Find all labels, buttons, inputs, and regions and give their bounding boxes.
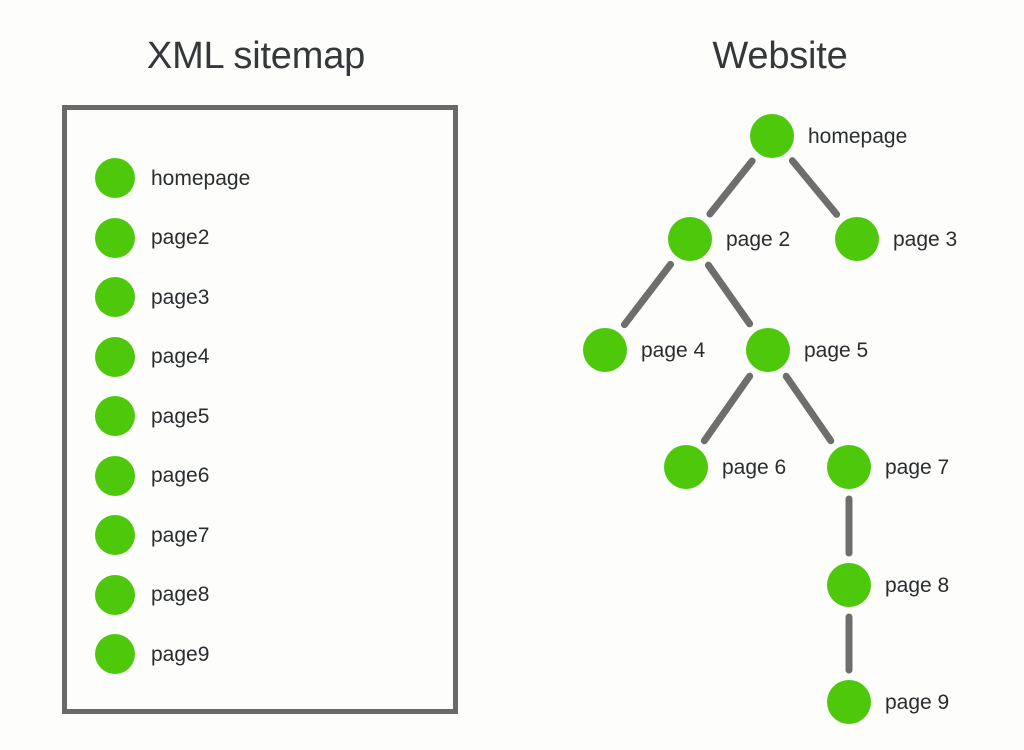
tree-node-label: page 8 bbox=[885, 573, 950, 597]
tree-edge-homepage-to-page3 bbox=[788, 157, 841, 218]
tree-node-dot-icon bbox=[827, 445, 871, 489]
sitemap-item-label: page5 bbox=[151, 404, 210, 428]
sitemap-item-label: page7 bbox=[151, 523, 210, 547]
sitemap-item-label: page9 bbox=[151, 642, 210, 666]
tree-node-page3[interactable]: page 3 bbox=[835, 217, 957, 261]
sitemap-panel-title: XML sitemap bbox=[146, 35, 366, 77]
sitemap-list-item[interactable]: page6 bbox=[95, 455, 210, 496]
tree-node-label: page 6 bbox=[722, 455, 787, 479]
tree-node-dot-icon bbox=[583, 328, 627, 372]
tree-node-page7[interactable]: page 7 bbox=[827, 445, 949, 489]
tree-node-page9[interactable]: page 9 bbox=[827, 680, 949, 724]
sitemap-page-dot-icon bbox=[95, 396, 135, 436]
sitemap-list-item[interactable]: page9 bbox=[95, 634, 209, 674]
sitemap-list-item[interactable]: page4 bbox=[95, 336, 210, 377]
tree-node-dot-icon bbox=[664, 445, 708, 489]
tree-node-dot-icon bbox=[668, 217, 712, 261]
tree-edge-page5-to-page7 bbox=[782, 372, 835, 445]
tree-node-label: page 3 bbox=[893, 227, 958, 251]
tree-node-label: page 9 bbox=[885, 690, 950, 714]
sitemap-list-item[interactable]: page3 bbox=[95, 277, 209, 317]
sitemap-page-dot-icon bbox=[95, 217, 135, 258]
tree-node-dot-icon bbox=[827, 563, 871, 607]
sitemap-page-dot-icon bbox=[95, 455, 135, 496]
tree-node-page6[interactable]: page 6 bbox=[664, 445, 786, 489]
sitemap-page-dot-icon bbox=[95, 277, 135, 317]
sitemap-item-label: page4 bbox=[151, 345, 210, 368]
sitemap-list-item[interactable]: page2 bbox=[95, 217, 210, 258]
tree-node-page2[interactable]: page 2 bbox=[668, 217, 790, 261]
tree-node-dot-icon bbox=[746, 328, 790, 372]
sitemap-list: homepage page2 page3 page4 page5 page6 page7 pa… bbox=[62, 105, 458, 714]
sitemap-page-dot-icon bbox=[95, 515, 135, 555]
sitemap-page-dot-icon bbox=[95, 634, 135, 674]
sitemap-page-dot-icon bbox=[95, 158, 135, 198]
tree-node-page8[interactable]: page 8 bbox=[827, 563, 949, 607]
sitemap-list-item[interactable]: page8 bbox=[95, 574, 210, 615]
sitemap-page-dot-icon bbox=[95, 574, 135, 615]
tree-node-homepage[interactable]: homepage bbox=[750, 114, 907, 158]
tree-edge-page5-to-page6 bbox=[700, 372, 754, 445]
tree-node-page4[interactable]: page 4 bbox=[583, 328, 705, 372]
tree-node-dot-icon bbox=[835, 217, 879, 261]
tree-node-label: page 4 bbox=[641, 338, 706, 362]
sitemap-list-item[interactable]: page5 bbox=[95, 396, 209, 436]
tree-edge-page2-to-page4 bbox=[620, 260, 675, 329]
sitemap-item-label: homepage bbox=[151, 166, 251, 190]
sitemap-item-label: page8 bbox=[151, 583, 210, 606]
sitemap-item-label: page6 bbox=[151, 464, 210, 487]
sitemap-item-label: page3 bbox=[151, 285, 210, 309]
sitemap-box-border bbox=[62, 105, 458, 714]
tree-node-page5[interactable]: page 5 bbox=[746, 328, 868, 372]
tree-node-dot-icon bbox=[827, 680, 871, 724]
sitemap-item-label: page2 bbox=[151, 226, 210, 249]
sitemap-page-dot-icon bbox=[95, 336, 135, 377]
tree-edge-page2-to-page5 bbox=[704, 261, 754, 328]
tree-node-label: homepage bbox=[808, 124, 908, 148]
sitemap-list-item[interactable]: page7 bbox=[95, 515, 209, 555]
tree-node-label: page 5 bbox=[804, 338, 869, 362]
tree-edge-homepage-to-page2 bbox=[706, 157, 756, 218]
tree-node-dot-icon bbox=[750, 114, 794, 158]
tree-node-label: page 2 bbox=[726, 227, 791, 251]
website-panel-title: Website bbox=[712, 35, 848, 77]
tree-node-label: page 7 bbox=[885, 455, 950, 479]
sitemap-list-item[interactable]: homepage bbox=[95, 158, 250, 198]
